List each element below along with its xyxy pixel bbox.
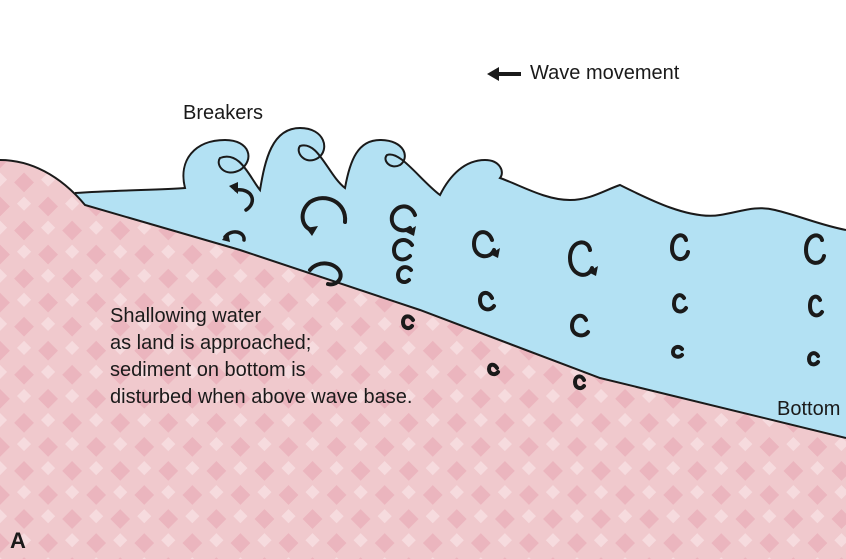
bottom-label: Bottom: [777, 398, 840, 421]
panel-letter: A: [10, 528, 26, 554]
caption: Shallowing water as land is approached; …: [110, 303, 412, 411]
caption-line: disturbed when above wave base.: [110, 384, 412, 411]
arrow-left-icon: [487, 64, 523, 84]
breakers-label: Breakers: [183, 102, 263, 125]
wave-movement-label: Wave movement: [530, 62, 679, 85]
caption-line: Shallowing water: [110, 303, 412, 330]
caption-line: as land is approached;: [110, 330, 412, 357]
caption-line: sediment on bottom is: [110, 357, 412, 384]
